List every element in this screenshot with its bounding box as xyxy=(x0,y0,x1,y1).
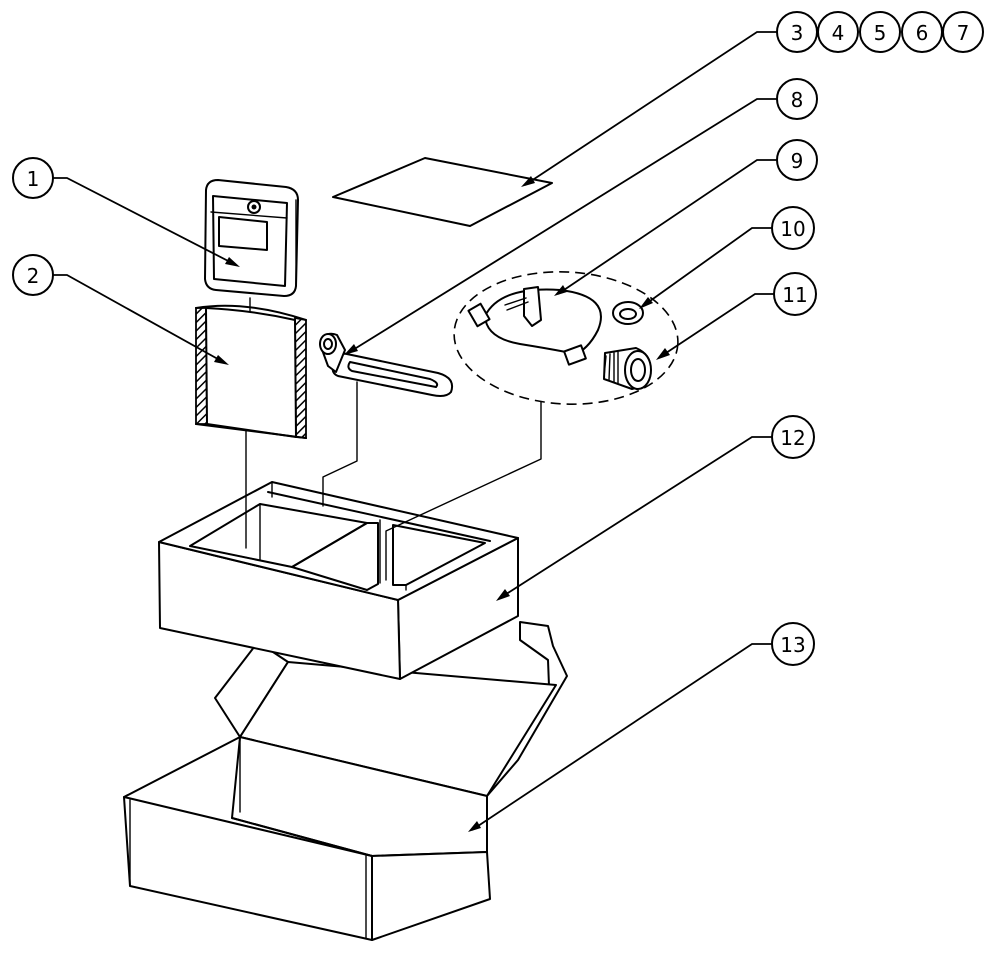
callout-9-label: 9 xyxy=(791,149,804,173)
callout-11-label: 11 xyxy=(782,283,807,307)
callout-bubbles: 1 2 3 4 5 6 7 8 xyxy=(12,11,984,666)
foam-insert xyxy=(158,481,519,680)
control-knob xyxy=(603,347,652,390)
instruction-sheet xyxy=(332,157,553,227)
callout-3-label: 3 xyxy=(791,21,804,45)
callout-6-label: 6 xyxy=(916,21,929,45)
callout-5-label: 5 xyxy=(874,21,887,45)
callout-13-label: 13 xyxy=(780,633,805,657)
callout-5: 5 xyxy=(859,11,901,53)
accessory-kit-group xyxy=(453,271,679,405)
callout-2-label: 2 xyxy=(27,264,40,288)
callout-6: 6 xyxy=(901,11,943,53)
callout-1: 1 xyxy=(12,157,54,199)
heating-element xyxy=(319,332,454,397)
callout-9: 9 xyxy=(776,139,818,181)
callout-10-label: 10 xyxy=(780,217,805,241)
controller-unit xyxy=(204,179,299,297)
callout-7-label: 7 xyxy=(957,21,970,45)
callout-4: 4 xyxy=(817,11,859,53)
callout-13: 13 xyxy=(771,622,815,666)
callout-1-label: 1 xyxy=(27,167,40,191)
callout-3: 3 xyxy=(776,11,818,53)
shipping-carton xyxy=(123,621,568,941)
callout-2: 2 xyxy=(12,254,54,296)
callout-12-label: 12 xyxy=(780,426,805,450)
grommet-ring xyxy=(612,301,644,325)
sleeve-gasket xyxy=(195,304,307,439)
wire-harness xyxy=(467,286,602,366)
callout-8-label: 8 xyxy=(791,88,804,112)
callout-8: 8 xyxy=(776,78,818,120)
callout-7: 7 xyxy=(942,11,984,53)
callout-10: 10 xyxy=(771,206,815,250)
callout-4-label: 4 xyxy=(832,21,845,45)
leader-lines xyxy=(53,31,777,832)
callout-12: 12 xyxy=(771,415,815,459)
callout-11: 11 xyxy=(773,272,817,316)
assembly-guide-lines xyxy=(245,297,542,581)
